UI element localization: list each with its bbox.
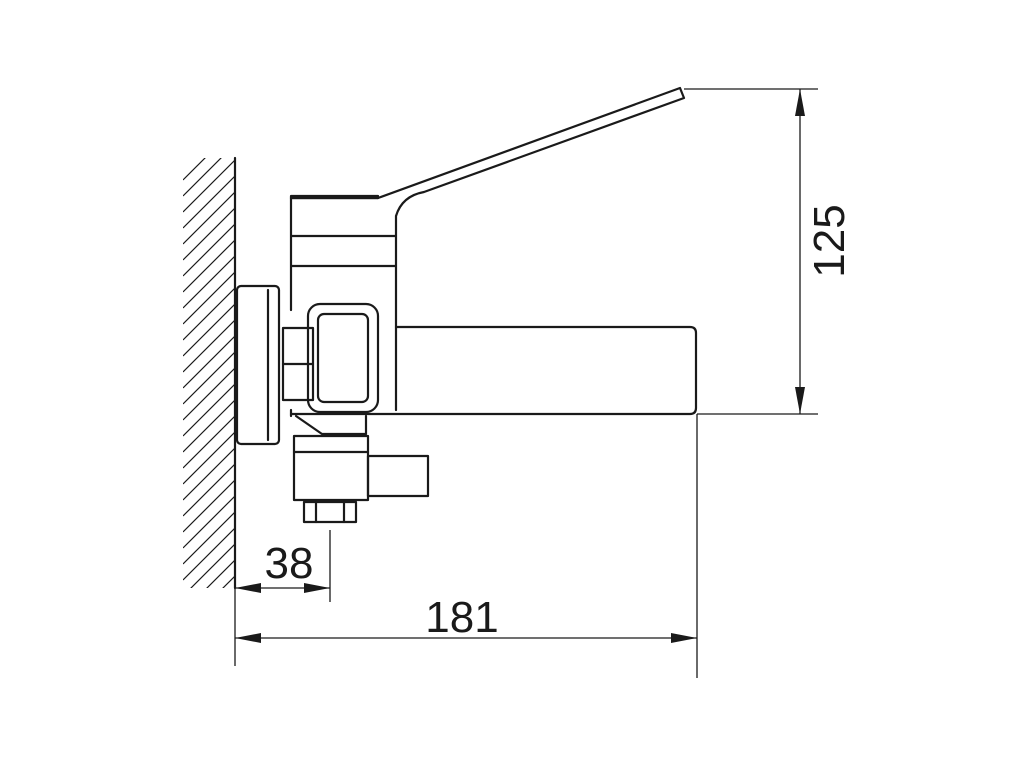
spout	[289, 325, 698, 416]
arrowhead	[304, 583, 330, 593]
dimension-height: 125	[684, 88, 854, 415]
wall-hatching	[183, 158, 235, 588]
dimension-wall-offset: 38	[235, 530, 331, 602]
wall-offset-dimension-label: 38	[265, 539, 314, 588]
diverter-body	[292, 434, 370, 502]
arrowhead	[795, 387, 805, 414]
hose-connector	[302, 500, 358, 524]
dimension-projection: 181	[234, 414, 698, 678]
diverter-knob	[366, 454, 430, 498]
height-dimension-label: 125	[805, 204, 854, 277]
arrowhead	[235, 583, 261, 593]
wall-flange	[235, 284, 281, 446]
diverter-block	[294, 414, 368, 436]
lever-handle	[376, 86, 686, 412]
arrowhead	[671, 633, 697, 643]
arrowhead	[795, 89, 805, 116]
cartridge-inner	[316, 312, 370, 404]
cartridge-frame	[306, 302, 380, 414]
faucet	[235, 86, 698, 524]
arrowhead	[235, 633, 261, 643]
projection-dimension-label: 181	[425, 593, 498, 642]
wall	[183, 156, 237, 590]
